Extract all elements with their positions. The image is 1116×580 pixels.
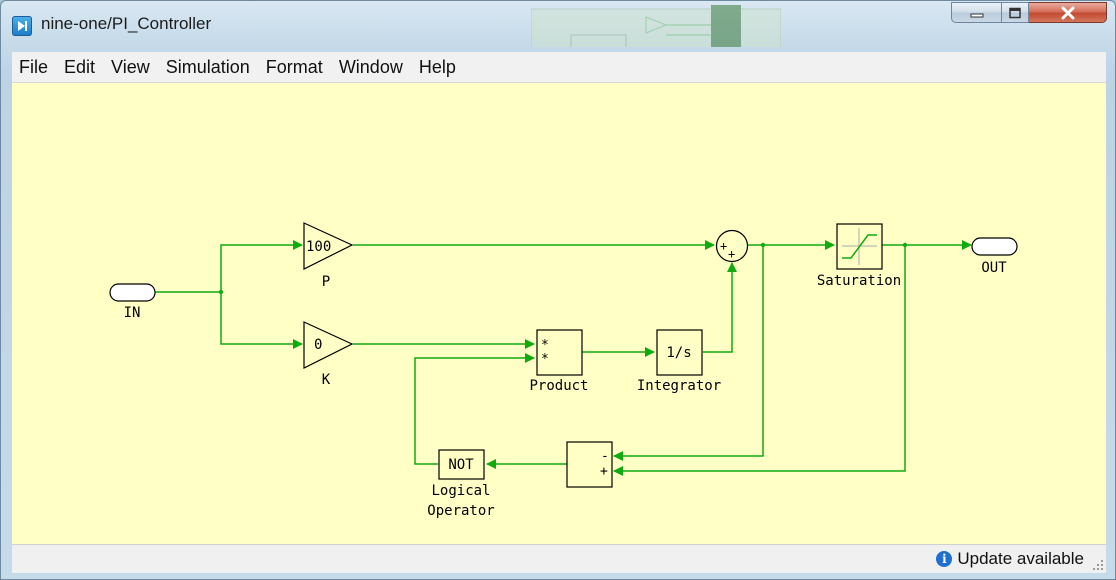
gain-p-value: 100 xyxy=(306,239,331,255)
signal-not-to-product[interactable] xyxy=(414,353,535,465)
in-port-block[interactable]: IN xyxy=(109,283,156,321)
app-logo-icon xyxy=(12,16,32,36)
close-icon xyxy=(1029,3,1106,22)
menu-simulation[interactable]: Simulation xyxy=(165,57,250,77)
menu-help[interactable]: Help xyxy=(418,57,456,77)
sum-top-sign-1: + xyxy=(720,239,727,253)
menu-format[interactable]: Format xyxy=(265,57,323,77)
maximize-button[interactable] xyxy=(1002,2,1029,23)
branch-points xyxy=(218,242,908,295)
branch-point xyxy=(902,242,908,248)
signal-sum-to-bottom-sum[interactable] xyxy=(613,245,764,461)
saturation-block[interactable]: Saturation xyxy=(817,223,901,289)
gain-k-value: 0 xyxy=(314,337,322,353)
menu-window[interactable]: Window xyxy=(338,57,403,77)
product-label: Product xyxy=(529,378,588,394)
branch-point xyxy=(760,242,766,248)
sum-bottom-sign-2: + xyxy=(600,464,608,479)
window-controls xyxy=(951,2,1107,24)
signal-to-gain-k[interactable] xyxy=(220,292,303,349)
sum-bottom-block[interactable]: - + xyxy=(566,441,613,488)
title-bar[interactable]: nine-one/PI_Controller xyxy=(1,1,1115,49)
sum-top-block[interactable]: + + xyxy=(715,229,749,263)
background-window-preview xyxy=(531,5,781,47)
saturation-label: Saturation xyxy=(817,273,901,289)
product-sign-1: * xyxy=(541,338,549,353)
update-notice[interactable]: i Update available xyxy=(936,549,1084,569)
menu-edit[interactable]: Edit xyxy=(64,57,96,77)
gain-p-block[interactable]: 100 P xyxy=(303,222,354,290)
signal-to-gain-p[interactable] xyxy=(220,240,303,292)
diagram-canvas[interactable]: IN 100 P 0 K + + * xyxy=(12,83,1106,544)
status-bar: i Update available xyxy=(12,544,1106,573)
product-sign-2: * xyxy=(541,352,549,367)
logical-operator-block[interactable]: NOT Logical Operator xyxy=(427,449,495,519)
signal-integrator-to-sum[interactable] xyxy=(703,262,737,353)
branch-point xyxy=(218,289,224,295)
logical-operator-label-1: Logical xyxy=(431,483,490,499)
gain-p-label: P xyxy=(322,274,330,290)
integrator-value: 1/s xyxy=(666,345,691,361)
in-port-label: IN xyxy=(124,305,141,321)
signal-sat-to-bottom-sum[interactable] xyxy=(613,245,906,476)
menu-file[interactable]: File xyxy=(19,57,49,77)
close-button[interactable] xyxy=(1029,2,1107,23)
logical-operator-label-2: Operator xyxy=(427,503,494,519)
gain-k-block[interactable]: 0 K xyxy=(303,321,354,388)
resize-grip-icon[interactable] xyxy=(1092,559,1104,571)
minimize-button[interactable] xyxy=(951,2,1002,23)
product-block[interactable]: * * Product xyxy=(529,329,589,394)
out-port-block[interactable]: OUT xyxy=(971,237,1018,276)
window-title: nine-one/PI_Controller xyxy=(41,14,212,33)
diagram-svg: IN 100 P 0 K + + * xyxy=(109,222,1018,519)
gain-k-label: K xyxy=(322,372,331,388)
info-icon: i xyxy=(936,551,953,567)
integrator-label: Integrator xyxy=(637,378,721,394)
minimize-icon xyxy=(952,3,1001,22)
menu-view[interactable]: View xyxy=(111,57,150,77)
integrator-block[interactable]: 1/s Integrator xyxy=(637,329,721,394)
logical-operator-value: NOT xyxy=(448,457,474,473)
status-message: Update available xyxy=(957,549,1084,568)
sum-top-sign-2: + xyxy=(728,247,735,261)
out-port-label: OUT xyxy=(981,260,1007,276)
menu-bar: File Edit View Simulation Format Window … xyxy=(12,52,1106,83)
sum-bottom-sign-1: - xyxy=(601,449,609,464)
maximize-icon xyxy=(1002,3,1028,22)
